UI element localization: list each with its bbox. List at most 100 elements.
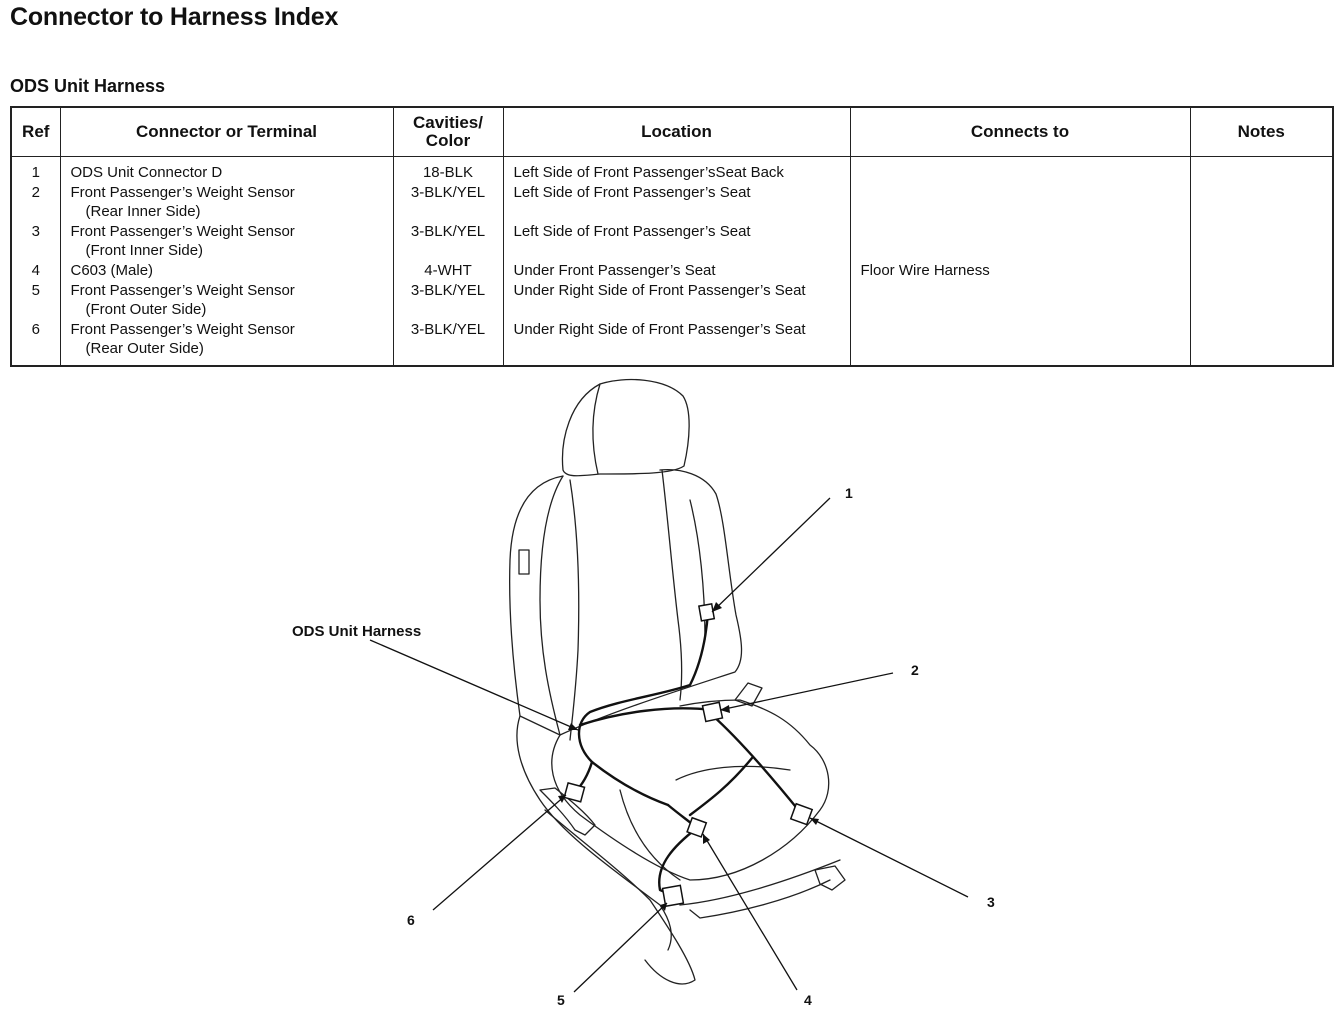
column-location: Left Side of Front Passenger’sSeat Back …	[502, 156, 851, 366]
notes-cell	[1191, 183, 1333, 222]
section-title: ODS Unit Harness	[10, 76, 166, 96]
table-header-row: Ref Connector or Terminal Cavities/ Colo…	[10, 106, 1334, 157]
header-location: Location	[502, 106, 851, 157]
headrest-seam	[592, 383, 601, 475]
connects-to-cell	[851, 163, 1190, 183]
cavities-cell: 18-BLK	[422, 164, 474, 181]
connector-cell: Front Passenger’s Weight Sensor (Front I…	[61, 222, 393, 261]
connector-cell: Front Passenger’s Weight Sensor (Front O…	[61, 281, 393, 320]
harness-branch-2	[578, 707, 714, 727]
connector-subtext: (Front Outer Side)	[85, 301, 207, 318]
location-cell: Left Side of Front Passenger’s Seat	[513, 184, 751, 201]
arrowhead-4	[703, 834, 710, 844]
location-cell: Under Right Side of Front Passenger’s Se…	[513, 321, 806, 338]
seat-front-bracket	[814, 865, 846, 891]
arrowhead-1	[712, 602, 722, 612]
leader-5	[573, 902, 668, 993]
header-cavities: Cavities/ Color	[392, 106, 504, 157]
column-connects-to: Floor Wire Harness	[849, 156, 1191, 366]
connector-cell: Front Passenger’s Weight Sensor (Rear In…	[61, 183, 393, 222]
harness-label: ODS Unit Harness	[292, 623, 421, 640]
callout-6: 6	[407, 912, 415, 928]
column-notes	[1189, 156, 1334, 366]
connects-to-cell	[851, 281, 1190, 320]
notes-cell	[1191, 320, 1333, 359]
connector-cell: C603 (Male)	[70, 262, 154, 279]
leader-2	[719, 672, 894, 711]
connects-to-cell	[851, 222, 1190, 261]
header-notes: Notes	[1189, 106, 1334, 157]
cavities-cell: 3-BLK/YEL	[410, 321, 486, 338]
cushion-outline	[551, 699, 830, 881]
ref-cell: 2	[31, 184, 40, 201]
seatback-outline	[509, 468, 743, 736]
callout-5: 5	[557, 992, 565, 1008]
connects-to-cell	[851, 183, 1190, 222]
connector-3	[789, 802, 814, 826]
location-cell: Left Side of Front Passenger’s Seat	[513, 223, 751, 240]
leader-6	[432, 794, 567, 911]
connector-subtext: (Rear Inner Side)	[85, 203, 201, 220]
connector-cell: ODS Unit Connector D	[70, 164, 223, 181]
notes-cell	[1191, 281, 1333, 320]
harness-branch-5	[658, 826, 699, 897]
leader-arrowheads	[558, 602, 819, 911]
arrowhead-6	[558, 795, 566, 803]
connector-6	[563, 781, 586, 803]
ref-cell: 3	[31, 223, 40, 240]
notes-cell	[1191, 222, 1333, 261]
header-cavities-line2: Color	[425, 131, 471, 150]
header-cavities-line1: Cavities/	[413, 113, 483, 132]
harness-branch-c	[688, 756, 754, 817]
leader-3	[809, 817, 969, 898]
header-connects-to: Connects to	[849, 106, 1191, 157]
cushion-seam	[675, 765, 791, 781]
seat-side-left	[516, 715, 672, 951]
cavities-cell: 4-WHT	[424, 262, 472, 279]
table-body-row: 1 2 3 4 5 6 ODS Unit Connector D Front P…	[10, 156, 1334, 366]
harness-branch-3	[710, 713, 802, 814]
seatback-center-left	[569, 479, 580, 741]
headrest	[561, 378, 690, 477]
arrowhead-3	[810, 818, 819, 825]
header-ref: Ref	[10, 106, 61, 157]
seat-illustration	[509, 378, 846, 985]
cavities-cell: 3-BLK/YEL	[410, 184, 486, 201]
arrowhead-5	[660, 903, 667, 911]
connector-name: Front Passenger’s Weight Sensor	[70, 184, 295, 201]
callout-1: 1	[845, 485, 853, 501]
connector-index-table: Ref Connector or Terminal Cavities/ Colo…	[10, 106, 1334, 367]
connector-subtext: (Rear Outer Side)	[85, 340, 204, 357]
column-ref: 1 2 3 4 5 6	[10, 156, 61, 366]
ref-cell: 6	[31, 321, 40, 338]
connector-subtext: (Front Inner Side)	[85, 242, 204, 259]
callout-2: 2	[911, 662, 919, 678]
cushion-front	[619, 789, 681, 881]
connector-2	[701, 701, 724, 723]
connector-4	[686, 816, 708, 838]
seat-rail-right	[689, 879, 831, 919]
leader-harness	[369, 639, 579, 731]
arrowhead-2	[720, 705, 730, 713]
column-cavities: 18-BLK 3-BLK/YEL 3-BLK/YEL 4-WHT 3-BLK/Y…	[392, 156, 504, 366]
seatback-left-bolster	[539, 475, 564, 736]
arrowhead-harness	[568, 723, 578, 730]
page-title: Connector to Harness Index	[10, 3, 339, 31]
connector-1	[698, 603, 716, 622]
notes-cell	[1191, 163, 1333, 183]
seatback-right-bolster	[689, 499, 706, 641]
leader-lines	[369, 497, 969, 993]
connects-to-cell: Floor Wire Harness	[860, 262, 990, 279]
callout-3: 3	[987, 894, 995, 910]
seat-harness-diagram: ODS Unit Harness 1 2 3 4 5 6	[292, 378, 995, 1008]
seat-rail-left	[544, 809, 696, 985]
harness-wiring	[573, 610, 802, 897]
connector-name: Front Passenger’s Weight Sensor	[70, 282, 295, 299]
leader-1	[711, 497, 831, 613]
location-cell: Left Side of Front Passenger’sSeat Back	[513, 164, 784, 181]
leader-4	[702, 833, 798, 991]
connector-5	[661, 884, 685, 908]
ref-cell: 5	[31, 282, 40, 299]
connector-cell: Front Passenger’s Weight Sensor (Rear Ou…	[61, 320, 393, 359]
location-cell: Under Right Side of Front Passenger’s Se…	[513, 282, 806, 299]
